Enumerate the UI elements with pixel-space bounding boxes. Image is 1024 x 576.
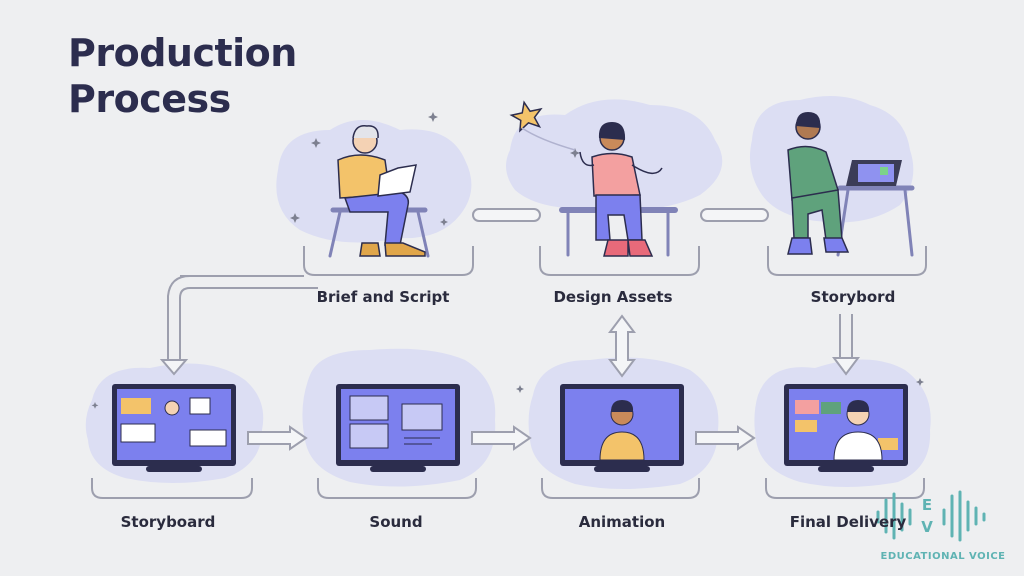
hair <box>598 122 626 140</box>
sparkle-icon <box>916 378 924 386</box>
step-label-animation: Animation <box>578 513 666 531</box>
presenter-body <box>599 431 645 461</box>
arrow-down-delivery <box>832 357 860 376</box>
step-label-brief-and-script: Brief and Script <box>316 288 450 306</box>
sparkle-icon <box>516 385 524 393</box>
text-lines <box>404 437 440 445</box>
book <box>377 164 417 197</box>
platform-brief <box>303 246 474 276</box>
pipe-brief-to-storyboard <box>167 275 318 360</box>
design-character-illustration <box>509 100 678 257</box>
platform-delivery <box>765 478 925 499</box>
shoes <box>603 239 654 257</box>
sparkle-icon <box>290 213 300 223</box>
hair <box>796 112 821 128</box>
step-label-design-assets: Design Assets <box>553 288 673 306</box>
step-label-storyboard: Storyboard <box>120 513 216 531</box>
monogram-top: E <box>922 496 932 514</box>
video-tile <box>349 395 389 421</box>
body <box>591 152 641 197</box>
storybord-character-illustration <box>787 112 915 257</box>
note-yellow <box>795 420 817 432</box>
sparkle-icon <box>440 218 448 226</box>
arrow-animation-delivery <box>695 425 756 451</box>
bench-legs <box>328 210 430 258</box>
arrow-updown-design-animation <box>608 314 636 378</box>
arrow-storyboard-sound <box>247 425 308 451</box>
delivery-monitor <box>784 384 908 472</box>
brand-name: EDUCATIONAL VOICE <box>880 551 1006 562</box>
star-trail <box>521 127 576 151</box>
flow-connectors <box>91 208 927 499</box>
reading-character-illustration <box>328 125 430 258</box>
shoes <box>787 237 850 255</box>
educational-voice-logo: E V <box>876 490 986 542</box>
sparkle-decorations <box>91 112 924 409</box>
video-tile <box>349 423 389 449</box>
face-icon <box>164 400 180 416</box>
arrow-sound-animation <box>471 425 532 451</box>
laptop-screen-item <box>880 167 888 175</box>
arrow-down-storyboard <box>159 359 189 376</box>
presenter-hair <box>847 400 870 412</box>
star-icon <box>509 100 543 133</box>
sparkle-icon <box>311 138 321 148</box>
step-label-sound: Sound <box>369 513 423 531</box>
legs <box>595 194 643 241</box>
hair <box>352 125 379 139</box>
presenter-hair <box>611 400 634 412</box>
platform-animation <box>541 478 700 499</box>
note-pink <box>795 400 819 414</box>
card-white <box>120 423 156 443</box>
sparkle-icon <box>570 148 580 158</box>
bench-legs <box>566 211 670 257</box>
pipe-brief-design <box>472 208 541 222</box>
card-yellow <box>121 398 151 414</box>
arm-right <box>631 164 663 174</box>
video-tile <box>401 403 443 431</box>
monitor-stand <box>146 466 202 472</box>
platform-sound <box>317 478 477 499</box>
note-yellow-right <box>878 438 898 450</box>
sound-monitor <box>336 384 460 472</box>
monogram-bottom: V <box>921 518 933 536</box>
sparkle-icon <box>428 112 438 122</box>
monitor-stand <box>818 466 874 472</box>
page-title: Production Process <box>68 30 297 122</box>
animation-monitor <box>560 384 684 472</box>
body <box>787 145 839 201</box>
platform-design <box>539 246 700 276</box>
pipe-design-storybord <box>700 208 769 222</box>
laptop-screen <box>858 164 894 182</box>
platform-storybord <box>767 246 927 276</box>
title-line-1: Production <box>68 31 297 75</box>
sparkle-icon <box>91 402 99 409</box>
note-green <box>821 402 841 414</box>
platform-storyboard <box>91 478 253 499</box>
pipe-storybord-delivery <box>839 314 853 358</box>
storyboard-monitor <box>112 384 236 472</box>
step-label-storybord: Storybord <box>810 288 896 306</box>
title-line-2: Process <box>68 77 231 121</box>
shoes <box>359 242 426 257</box>
monitor-stand <box>594 466 650 472</box>
card-small <box>189 397 211 415</box>
monitor-stand <box>370 466 426 472</box>
sound-wave-icon <box>876 490 986 542</box>
card-bottom <box>189 429 227 447</box>
arm-left <box>579 151 595 167</box>
step-label-final-delivery: Final Delivery <box>789 513 907 531</box>
presenter-body <box>833 431 883 461</box>
